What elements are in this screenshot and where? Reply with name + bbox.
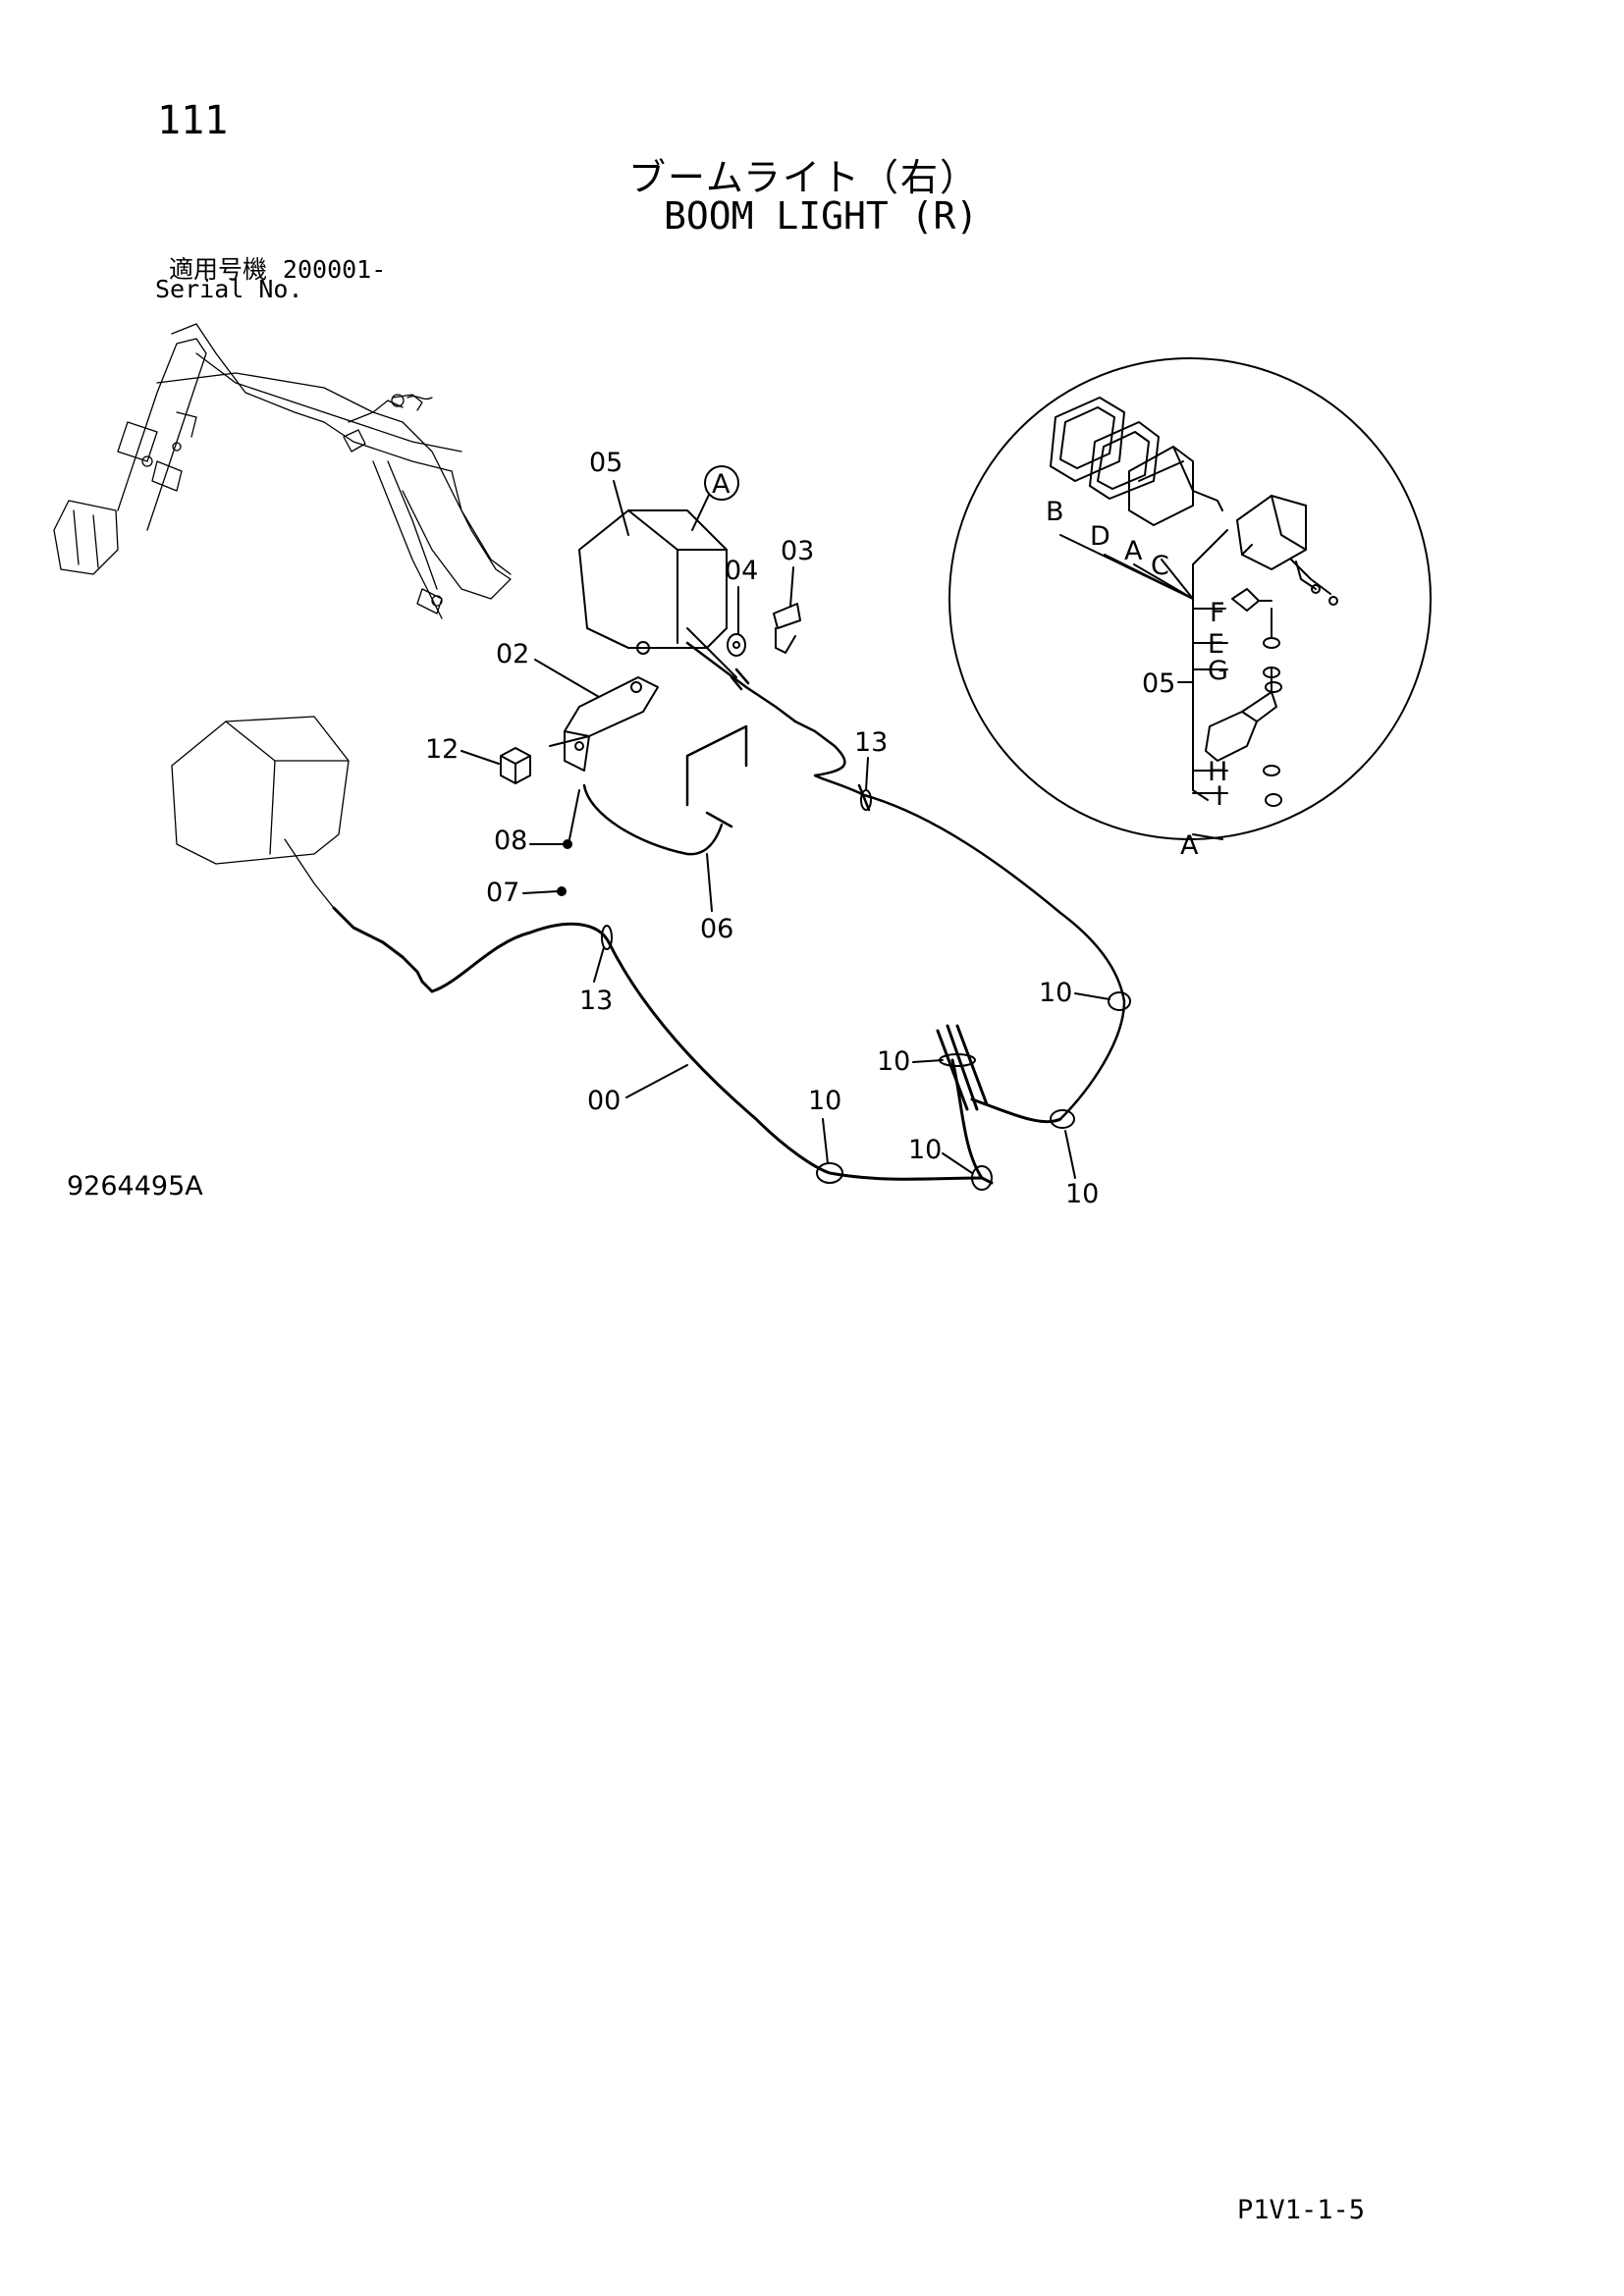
screw-and-washer bbox=[557, 789, 580, 896]
detail-label-a: A bbox=[1124, 536, 1143, 566]
detail-label-assembly: 05 bbox=[1142, 668, 1175, 699]
callout-10-a: 10 bbox=[1039, 978, 1072, 1008]
serial-number-value: 200001- bbox=[282, 255, 387, 284]
callout-05: 05 bbox=[589, 448, 623, 478]
callout-04: 04 bbox=[725, 556, 758, 586]
callout-10-e: 10 bbox=[1065, 1179, 1099, 1209]
callout-00: 00 bbox=[587, 1086, 621, 1116]
rubber-block bbox=[500, 747, 531, 784]
main-harness bbox=[332, 906, 1062, 1185]
callout-13-upper: 13 bbox=[854, 727, 888, 758]
detail-label-h: H bbox=[1208, 757, 1227, 787]
page-reference: P1V1-1-5 bbox=[1237, 2195, 1366, 2225]
detail-label-i: I bbox=[1216, 781, 1223, 812]
drawing-code: 9264495A bbox=[67, 1171, 203, 1201]
left-boom-light-lamp bbox=[171, 716, 350, 909]
serial-label-english: Serial No. bbox=[155, 275, 303, 303]
callout-07: 07 bbox=[486, 878, 519, 908]
excavator-boom-thumbnail bbox=[53, 323, 512, 619]
callout-12: 12 bbox=[425, 734, 459, 765]
bracket bbox=[549, 676, 659, 772]
detail-label-e: E bbox=[1208, 629, 1224, 660]
detail-view-label: A bbox=[1180, 830, 1199, 861]
title-japanese: ブームライト（右） bbox=[628, 156, 979, 199]
detail-reference-a: A bbox=[691, 465, 739, 531]
boom-light-lamp bbox=[578, 509, 737, 678]
harness-clamps bbox=[601, 789, 1131, 1191]
detail-label-b: B bbox=[1046, 497, 1064, 527]
detail-reference-a-label: A bbox=[712, 469, 731, 500]
callout-02: 02 bbox=[496, 639, 529, 669]
serial-label-jp-text: 適用号機 bbox=[169, 255, 268, 284]
detail-label-c: C bbox=[1151, 551, 1169, 581]
detail-view-a: B D A C F E G 05 H I A bbox=[948, 357, 1432, 861]
callout-03: 03 bbox=[781, 536, 814, 566]
callout-06: 06 bbox=[700, 914, 733, 944]
callout-labels: 05 04 03 02 12 08 07 06 13 13 00 10 10 1… bbox=[425, 448, 1110, 1209]
bolt-and-washer bbox=[727, 603, 801, 657]
callout-10-c: 10 bbox=[808, 1086, 841, 1116]
detail-label-g: G bbox=[1208, 656, 1228, 686]
callout-10-d: 10 bbox=[908, 1135, 942, 1165]
detail-label-f: F bbox=[1210, 598, 1225, 628]
serial-label-japanese: 適用号機 200001- bbox=[169, 250, 386, 286]
callout-10-b: 10 bbox=[877, 1046, 910, 1077]
page-number: 111 bbox=[157, 98, 229, 143]
harness-upper-branch bbox=[793, 720, 1126, 1121]
callout-13-lower: 13 bbox=[579, 986, 613, 1016]
detail-label-d: D bbox=[1090, 521, 1110, 552]
title-english: BOOM LIGHT (R) bbox=[664, 194, 979, 238]
harness-06 bbox=[582, 641, 797, 856]
callout-08: 08 bbox=[494, 826, 527, 856]
